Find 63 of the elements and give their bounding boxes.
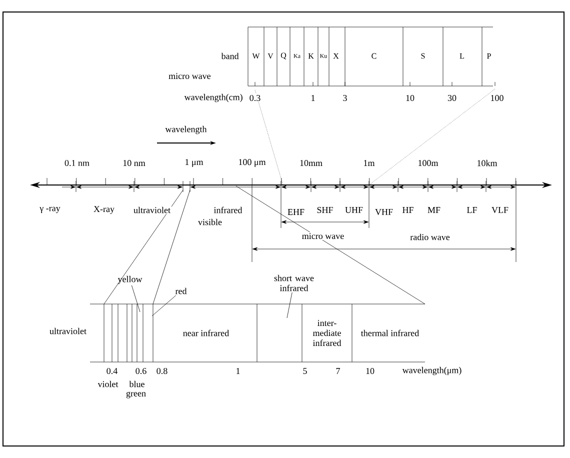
tick-label: 100 — [489, 94, 505, 102]
region-label: UHF — [344, 206, 364, 214]
region-label: visible — [197, 218, 223, 226]
band-letter: K — [307, 52, 315, 60]
color-label: violet — [96, 380, 120, 388]
axis-title: wavelength — [164, 124, 208, 136]
band-label: inter-mediate infrared — [304, 318, 350, 348]
region-label: EHF — [286, 208, 306, 216]
region-label: ultraviolet — [132, 206, 172, 214]
leader-line — [286, 292, 292, 318]
region-label: infrared — [212, 206, 244, 214]
tick-label: 10 — [364, 366, 376, 376]
band-letter: V — [266, 52, 274, 60]
band-letter: W — [251, 52, 261, 60]
tick-label: 3 — [342, 94, 348, 102]
region-label: X-ray — [92, 205, 116, 215]
region-label: SHF — [316, 206, 334, 214]
tick-label: 7 — [334, 367, 342, 375]
band-letter: C — [370, 52, 378, 60]
tick-label: 100m — [416, 158, 440, 168]
tick-label: 0.3 — [248, 94, 262, 102]
tick-label: 10mm — [298, 158, 324, 168]
tick-label: 0.1 nm — [64, 158, 90, 168]
tick-label: 5 — [302, 367, 308, 375]
tick-label: 1 — [234, 367, 242, 375]
tick-label: 10km — [476, 158, 498, 168]
range-label: micro wave — [300, 232, 346, 240]
band-label: near infrared — [182, 328, 230, 338]
tick-label: 30 — [446, 94, 458, 102]
region-label: γ -ray — [38, 206, 62, 214]
tick-label: 0.6 — [134, 366, 148, 376]
region-label: HF — [401, 206, 415, 214]
band-label: ultraviolet — [48, 326, 88, 336]
tick-label: 10 — [404, 94, 416, 102]
region-label: MF — [426, 206, 442, 214]
tick-label: 100 μm — [237, 158, 267, 168]
leader-line — [152, 295, 176, 316]
text-label: short wave infrared — [274, 274, 314, 292]
color-label: green — [125, 390, 147, 400]
range-label: radio wave — [409, 232, 451, 242]
band-letter: P — [486, 52, 492, 60]
band-letter: L — [458, 52, 466, 60]
band-label: thermal infrared — [360, 328, 420, 338]
band-letter: X — [332, 52, 340, 60]
row-label: wavelength(cm) — [183, 92, 244, 104]
leader-line — [131, 285, 140, 312]
tick-label: 1 — [310, 94, 316, 102]
text-label: red — [175, 288, 187, 294]
scale-title: micro wave — [168, 72, 212, 80]
region-label: VHF — [374, 208, 394, 216]
tick-label: 1 μm — [184, 158, 204, 168]
tick-label: 0.8 — [155, 366, 169, 376]
tick-label: wavelength(μm) — [401, 366, 463, 376]
band-letter: Q — [280, 52, 288, 60]
tick-label: 10 nm — [122, 158, 146, 168]
tick-label: 0.4 — [105, 366, 119, 376]
region-label: VLF — [490, 206, 510, 214]
color-label: blue — [128, 380, 146, 388]
row-label: band — [220, 52, 240, 60]
region-label: LF — [466, 206, 478, 214]
text-label: yellow — [118, 276, 142, 284]
band-letter: S — [420, 52, 426, 60]
tick-label: 1m — [362, 159, 376, 167]
